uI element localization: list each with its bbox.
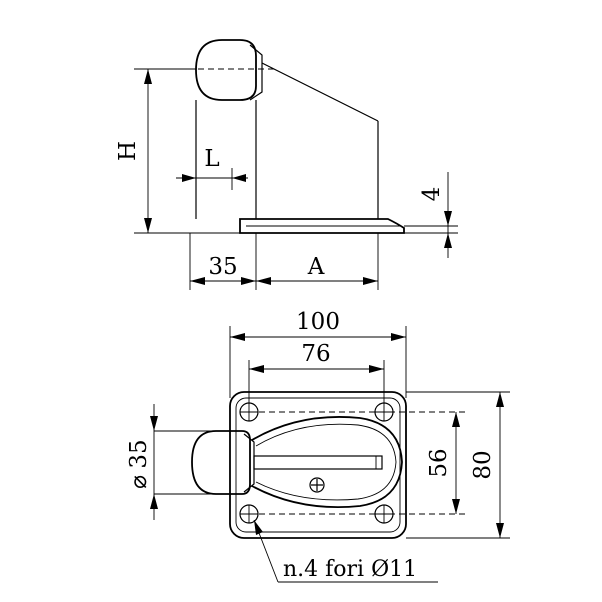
- hole-note: n.4 fori Ø11: [283, 557, 417, 582]
- bumper-head: [195, 39, 257, 101]
- bumper-top: [191, 430, 251, 495]
- label-A: A: [307, 254, 325, 280]
- top-view: ⌀ 35 100 76 56 80 n.4 fori Ø11: [126, 309, 510, 583]
- label-35: 35: [208, 254, 237, 280]
- label-dia35: 35: [126, 439, 152, 468]
- base-plate: [239, 218, 405, 234]
- label-L: L: [204, 146, 219, 172]
- plate-outline: [229, 391, 407, 539]
- label-80: 80: [470, 450, 496, 479]
- label-100: 100: [296, 309, 340, 335]
- dia-symbol: ⌀: [126, 475, 152, 489]
- logo-mark-icon: [309, 477, 325, 493]
- rod: [253, 455, 383, 470]
- label-4: 4: [419, 187, 445, 202]
- label-76: 76: [301, 341, 330, 367]
- label-56: 56: [426, 448, 452, 477]
- label-H: H: [115, 141, 141, 161]
- oval-gusset: [251, 416, 403, 509]
- side-view: H L 4 35 A: [115, 39, 458, 290]
